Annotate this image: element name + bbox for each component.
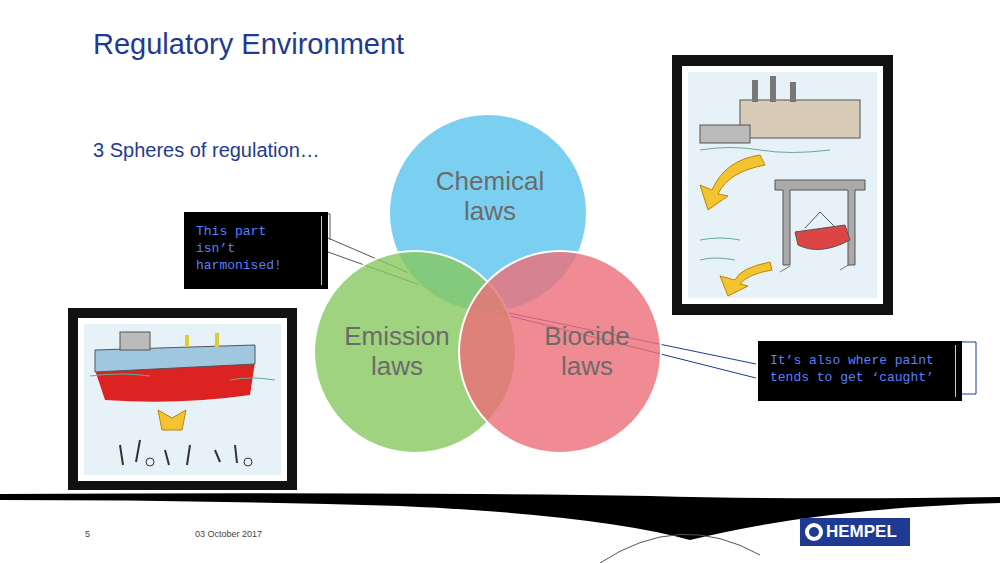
logo-text: HEMPEL: [826, 522, 897, 542]
footer-band: [0, 493, 1000, 563]
ship-leaching-illustration: [68, 308, 297, 490]
callout-box: It’s also where paint tends to get ‘caug…: [758, 341, 962, 401]
slide-date: 03 October 2017: [195, 529, 262, 539]
circle-label: Biocide laws: [522, 322, 652, 382]
page-number: 5: [85, 529, 90, 539]
circle-label: Emission laws: [327, 322, 467, 382]
callout-text: It’s also where paint tends to get ‘caug…: [758, 345, 956, 397]
law-circle: Biocide laws: [458, 250, 662, 454]
slide-title: Regulatory Environment: [93, 28, 404, 61]
callout-text: This part isn’t harmonised!: [184, 216, 322, 285]
circle-label: Chemical laws: [430, 167, 550, 227]
subtitle: 3 Spheres of regulation…: [93, 139, 320, 162]
factory-boatlift-illustration: [672, 55, 893, 315]
callout-box: This part isn’t harmonised!: [184, 212, 328, 289]
